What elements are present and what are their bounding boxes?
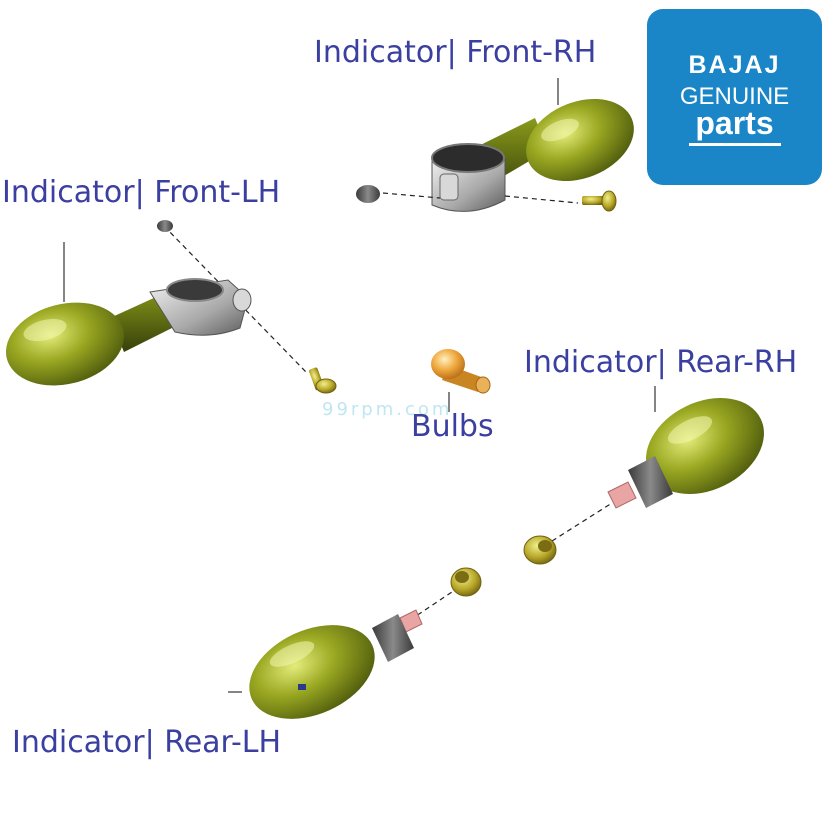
rear-lh-indicator — [228, 567, 482, 719]
rear-rh-boot — [628, 456, 673, 508]
front-lh-screw — [309, 367, 337, 394]
rear-rh-stem — [607, 481, 637, 509]
front-rh-clamp-lug — [439, 173, 459, 201]
bajaj-genuine-parts-logo: BAJAJ GENUINE parts — [647, 9, 822, 185]
rear-rh-indicator — [523, 386, 764, 565]
logo-brand: BAJAJ — [688, 51, 781, 79]
front-lh-grommet — [157, 220, 173, 232]
front-rh-dash-right — [504, 195, 579, 204]
front-rh-grommet — [356, 185, 380, 203]
label-rear-rh: Indicator| Rear-RH — [524, 345, 798, 380]
logo-genuine: GENUINE — [679, 83, 790, 110]
label-bulbs: Bulbs — [411, 409, 494, 444]
label-rear-lh: Indicator| Rear-LH — [12, 725, 282, 760]
rear-rh-nut — [523, 535, 557, 565]
watermark: 99rpm.com — [322, 399, 453, 420]
front-rh-dash-left — [382, 192, 441, 199]
front-rh-indicator — [356, 78, 634, 212]
rear-rh-lens — [646, 398, 764, 494]
bulb-glass — [431, 349, 465, 379]
label-front-rh: Indicator| Front-RH — [314, 35, 597, 70]
logo-parts: parts — [695, 105, 774, 141]
front-lh-clamp-bore — [166, 278, 224, 302]
bulb — [431, 349, 491, 412]
rear-rh-dash-line — [551, 502, 613, 542]
rear-lh-nut — [450, 567, 482, 597]
label-front-lh: Indicator| Front-LH — [2, 175, 281, 210]
front-rh-highlight — [541, 118, 579, 142]
rear-lh-boot — [372, 614, 414, 662]
front-lh-highlight — [23, 318, 67, 342]
front-lh-clamp-lug — [232, 288, 252, 312]
front-lh-lens — [5, 302, 125, 386]
front-rh-clamp-bore — [431, 143, 505, 173]
rear-rh-highlight — [667, 416, 713, 444]
front-lh-indicator — [5, 220, 337, 394]
bulb-cap — [475, 376, 491, 394]
rear-lh-highlight — [269, 641, 315, 667]
logo-underline — [689, 143, 781, 146]
rear-lh-marker — [298, 684, 306, 690]
front-rh-lens — [526, 98, 634, 182]
rear-lh-lens — [249, 625, 375, 719]
front-rh-screw — [582, 190, 617, 212]
